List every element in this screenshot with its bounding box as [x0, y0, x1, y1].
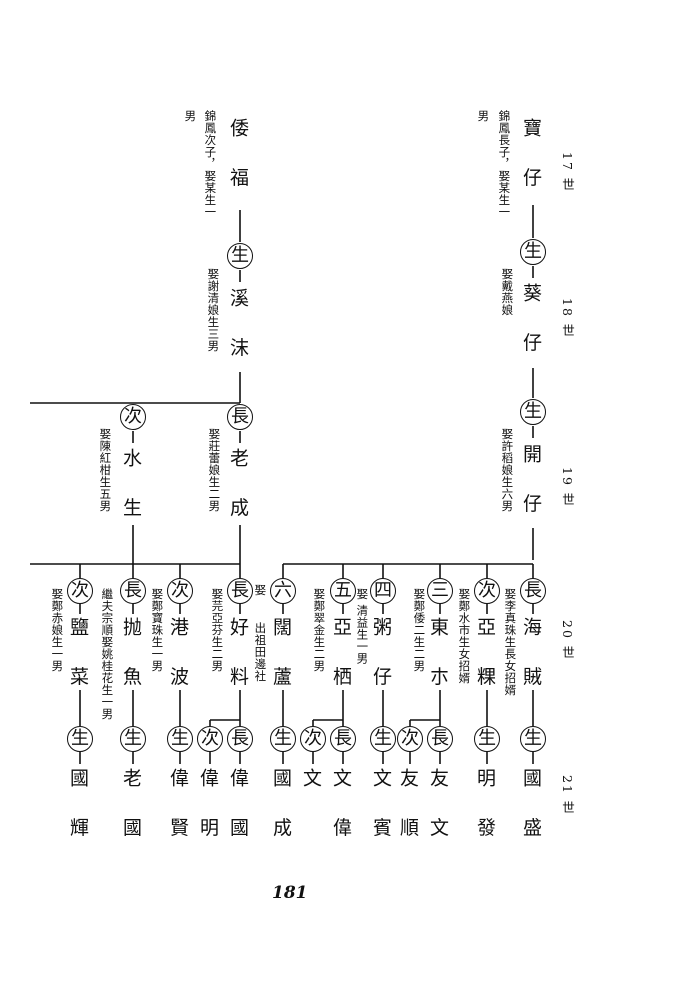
- person-name: 抛 魚: [120, 617, 142, 698]
- person-note: 娶莊蕾娘生二男: [207, 428, 222, 512]
- rank-marker: 次: [167, 578, 193, 604]
- person-name: 老 成: [227, 448, 249, 529]
- person-note: 娶謝清娘生三男: [206, 268, 221, 352]
- person-name: 老 國: [120, 768, 142, 849]
- generation-label-20: 20 世: [560, 620, 575, 661]
- person-name: 開 仔: [520, 444, 542, 525]
- rank-marker: 六: [270, 578, 296, 604]
- person-note: 娶: [253, 584, 268, 596]
- rank-marker: 次: [67, 578, 93, 604]
- generation-marker: 生: [520, 239, 546, 265]
- rank-marker: 長: [520, 578, 546, 604]
- rank-marker: 五: [330, 578, 356, 604]
- person-name: 友 順: [397, 768, 419, 849]
- person-name: 亞 栖: [330, 617, 352, 698]
- person-note: 娶鄭倭二生二男: [412, 588, 427, 672]
- person-name: 國 盛: [520, 768, 542, 849]
- rank-marker: 生: [167, 726, 193, 752]
- rank-marker: 次: [397, 726, 423, 752]
- generation-label-18: 18 世: [560, 298, 575, 339]
- rank-marker: 次: [474, 578, 500, 604]
- person-name: 葵 仔: [520, 283, 542, 364]
- person-name: 水 生: [120, 448, 142, 529]
- rank-marker: 次: [197, 726, 223, 752]
- rank-marker: 長: [227, 726, 253, 752]
- person-note: 娶鄭寶珠生一男: [150, 588, 165, 672]
- person-note: 娶陳紅柑生五男: [98, 428, 113, 512]
- rank-marker: 長: [227, 404, 253, 430]
- person-name: 鹽 菜: [67, 617, 89, 698]
- person-name: 好 料: [227, 617, 249, 698]
- person-name: 港 波: [167, 617, 189, 698]
- person-name: 闊 蘆: [270, 617, 292, 698]
- rank-marker: 次: [120, 404, 146, 430]
- generation-marker: 生: [520, 399, 546, 425]
- person-note: 娶芫亞芬生二男: [210, 588, 225, 672]
- person-name: 偉 國: [227, 768, 249, 849]
- person-name: 文 偉: [330, 768, 352, 849]
- person-name: 寶 仔: [520, 118, 542, 199]
- person-name: 海 賊: [520, 617, 542, 698]
- rank-marker: 生: [270, 726, 296, 752]
- person-note: 男: [476, 110, 491, 122]
- person-note: 出祖田邊社: [253, 622, 268, 682]
- person-name: 國 輝: [67, 768, 89, 849]
- person-name: 文 賓: [370, 768, 392, 849]
- rank-marker: 長: [227, 578, 253, 604]
- rank-marker: 生: [520, 726, 546, 752]
- person-note: 錦鳳長子，娶某生一: [497, 110, 512, 218]
- page-number: 181: [272, 883, 308, 903]
- generation-marker: 生: [227, 243, 253, 269]
- person-note: 娶 清益生一男: [355, 588, 370, 665]
- rank-marker: 生: [67, 726, 93, 752]
- generation-label-21: 21 世: [560, 775, 575, 816]
- person-name: 國 成: [270, 768, 292, 849]
- person-note: 繼夫宗順娶姚桂花生一男: [100, 588, 115, 720]
- person-name: 明 發: [474, 768, 496, 849]
- person-note: 娶李真珠生長女招婿: [503, 588, 518, 696]
- person-name: 偉 明: [197, 768, 219, 849]
- rank-marker: 長: [120, 578, 146, 604]
- rank-marker: 次: [300, 726, 326, 752]
- person-name: 東 朩: [427, 617, 449, 698]
- person-name: 文: [300, 768, 322, 799]
- person-name: 粥 仔: [370, 617, 392, 698]
- generation-label-19: 19 世: [560, 467, 575, 508]
- person-note: 娶鄭赤娘生一男: [50, 588, 65, 672]
- person-note: 娶許稻娘生六男: [500, 428, 515, 512]
- person-note: 娶鄭水市生女招婿: [457, 588, 472, 684]
- person-note: 男: [183, 110, 198, 122]
- rank-marker: 長: [330, 726, 356, 752]
- person-note: 娶鄭翠金生二男: [312, 588, 327, 672]
- person-name: 偉 賢: [167, 768, 189, 849]
- rank-marker: 生: [370, 726, 396, 752]
- person-name: 友 文: [427, 768, 449, 849]
- rank-marker: 四: [370, 578, 396, 604]
- rank-marker: 長: [427, 726, 453, 752]
- person-note: 娶戴燕娘: [500, 268, 515, 316]
- person-name: 倭 福: [227, 118, 249, 199]
- rank-marker: 生: [120, 726, 146, 752]
- person-note: 錦鳳次子，娶某生一: [203, 110, 218, 218]
- rank-marker: 生: [474, 726, 500, 752]
- generation-label-17: 17 世: [560, 152, 575, 193]
- rank-marker: 三: [427, 578, 453, 604]
- person-name: 溪 沫: [227, 288, 249, 369]
- person-name: 亞 粿: [474, 617, 496, 698]
